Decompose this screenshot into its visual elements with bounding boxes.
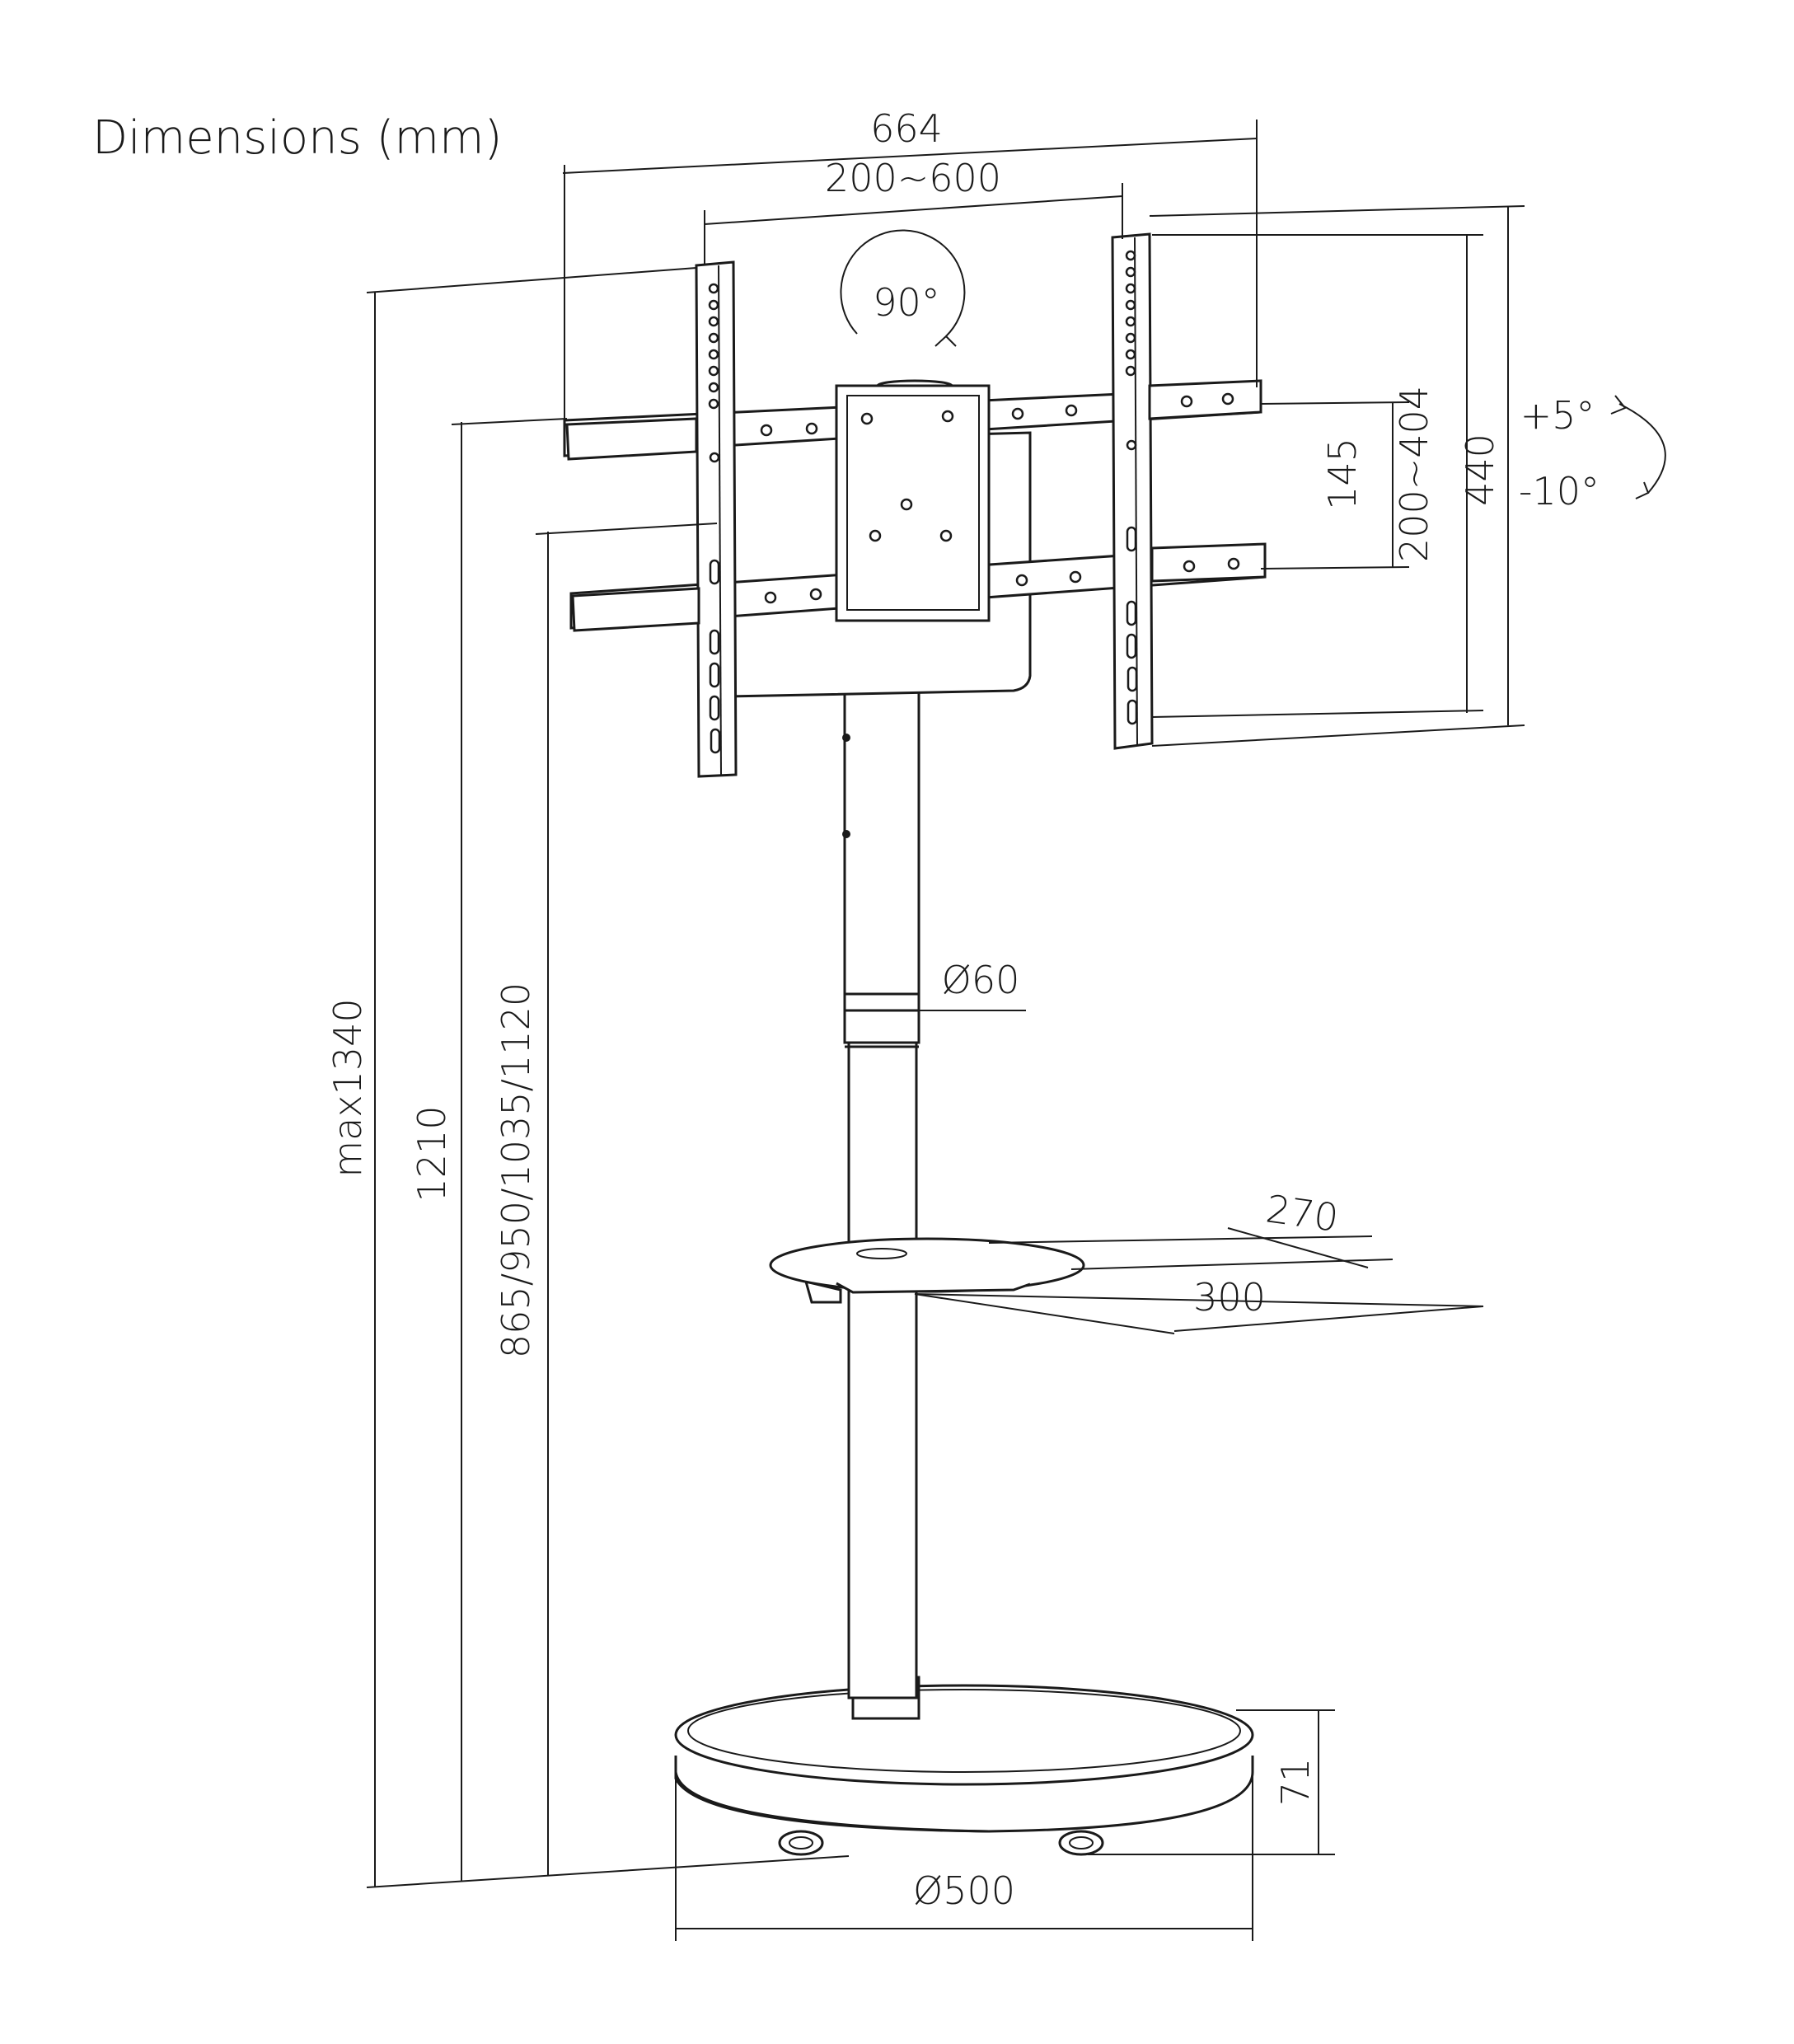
diagram-title: Dimensions (mm): [92, 111, 502, 165]
label-base-diameter: Ø500: [913, 1868, 1015, 1913]
label-300: 300: [1193, 1275, 1266, 1320]
dim-height-options: [535, 523, 718, 1875]
label-270: 270: [1263, 1186, 1341, 1240]
label-tilt-down: -10°: [1519, 469, 1600, 513]
dim-shelf-depth: [988, 1227, 1394, 1270]
left-vertical-bracket: [695, 260, 738, 778]
label-200-404: 200~404: [1392, 386, 1436, 562]
dim-vesa-horizontal: [704, 183, 1123, 265]
label-1210: 1210: [410, 1105, 454, 1202]
label-pole-diameter: Ø60: [942, 958, 1020, 1002]
dim-arm-spacing: [1260, 401, 1410, 570]
rotation-arrow: [840, 229, 966, 347]
label-max1340: max1340: [326, 998, 370, 1177]
dim-base-diameter: [675, 1772, 1253, 1941]
label-tilt-up: +5°: [1520, 393, 1595, 438]
dim-bracket-height: [1149, 205, 1525, 747]
label-200-600: 200~600: [825, 156, 1001, 200]
tilt-arrow: [1610, 395, 1666, 499]
round-base: [674, 1676, 1254, 1833]
dim-vesa-vertical: [1151, 234, 1484, 718]
pole: [842, 604, 920, 1699]
label-height-options: 865/950/1035/1120: [494, 982, 538, 1358]
label-664: 664: [870, 106, 943, 151]
dim-shelf-width: [914, 1293, 1484, 1334]
glass-shelf: [769, 1237, 1085, 1304]
dim-base-height: [1088, 1709, 1335, 1855]
label-440: 440: [1458, 434, 1502, 506]
left-extension-arm: [565, 417, 700, 632]
dim-max-height: [366, 267, 850, 1888]
caster-wheel-left: [778, 1830, 824, 1856]
label-71: 71: [1273, 1758, 1318, 1807]
right-extension-arm: [1148, 379, 1267, 583]
right-vertical-bracket: [1111, 232, 1154, 750]
caster-wheel-right: [1058, 1830, 1104, 1856]
dim-overall-width: [562, 120, 1258, 424]
label-rotation: 90°: [873, 280, 940, 325]
label-145: 145: [1320, 438, 1365, 510]
center-mount-head: [835, 379, 991, 622]
dim-height-1210: [451, 418, 568, 1881]
